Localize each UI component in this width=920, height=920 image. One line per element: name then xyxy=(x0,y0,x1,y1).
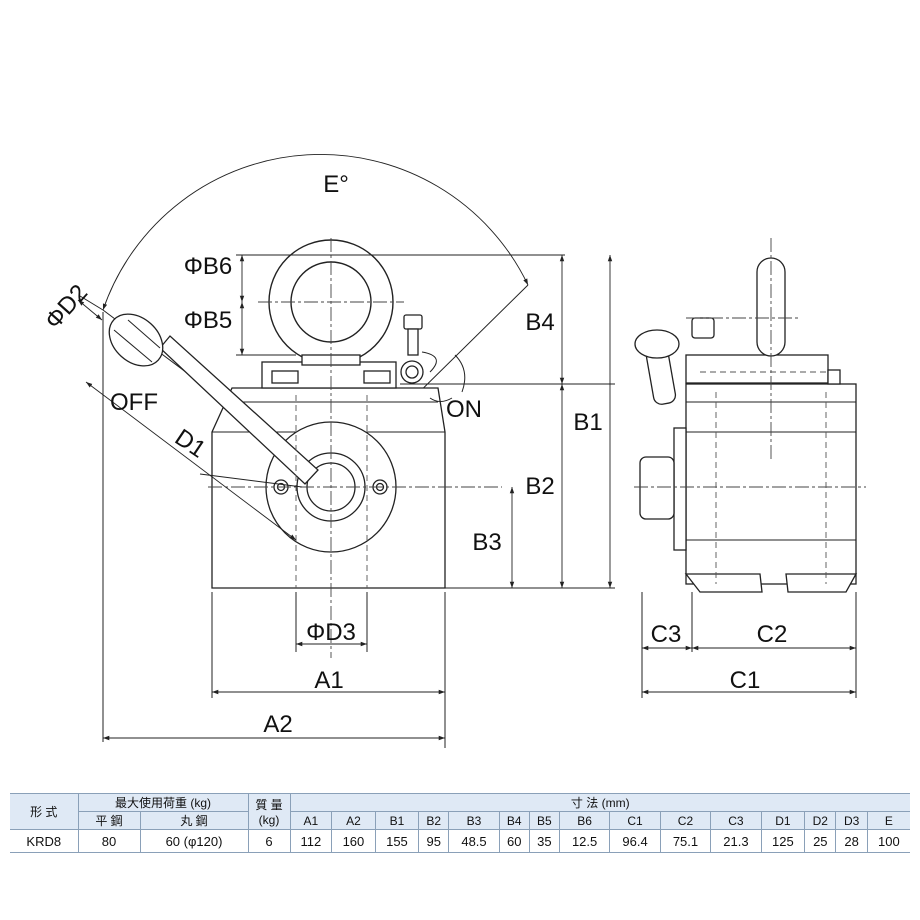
header-dim-c1: C1 xyxy=(609,811,661,830)
technical-drawing: E° ΦD2 ΦB6 ΦB5 B4 B1 B2 B3 OFF ON D1 ΦD3… xyxy=(40,154,866,748)
dim-d2 xyxy=(77,299,103,321)
header-dim-b2: B2 xyxy=(418,811,450,830)
header-dim-d2: D2 xyxy=(804,811,837,830)
header-round-steel: 丸 鋼 xyxy=(139,811,249,830)
cell-c1: 96.4 xyxy=(609,829,661,853)
label-b6: ΦB6 xyxy=(184,253,233,280)
header-dim-b6: B6 xyxy=(558,811,611,830)
cell-b5: 35 xyxy=(528,829,560,853)
label-b4: B4 xyxy=(525,309,554,336)
label-b5: ΦB5 xyxy=(184,307,233,334)
label-d1: D1 xyxy=(170,424,211,464)
header-dim-c3: C3 xyxy=(710,811,762,830)
label-a1: A1 xyxy=(314,667,343,694)
cell-mass: 6 xyxy=(247,829,291,853)
header-dim-a1: A1 xyxy=(289,811,333,830)
header-dim-b3: B3 xyxy=(448,811,500,830)
cell-a1: 112 xyxy=(289,829,333,853)
header-dim-b4: B4 xyxy=(498,811,530,830)
cell-e: 100 xyxy=(866,829,910,853)
cell-c3: 21.3 xyxy=(710,829,762,853)
header-dim-b5: B5 xyxy=(528,811,560,830)
header-dim-e: E xyxy=(866,811,910,830)
cell-b4: 60 xyxy=(498,829,530,853)
header-dim-b1: B1 xyxy=(374,811,420,830)
table-row: KRD8 80 60 (φ120) 6 112 160 155 95 48.5 … xyxy=(10,829,910,853)
side-body xyxy=(685,383,857,585)
cell-b2: 95 xyxy=(418,829,450,853)
label-b2: B2 xyxy=(525,473,554,500)
label-off: OFF xyxy=(110,389,158,416)
cell-round-steel: 60 (φ120) xyxy=(139,829,249,853)
header-mass: 質 量(kg) xyxy=(247,793,291,830)
cell-b3: 48.5 xyxy=(448,829,500,853)
cell-b6: 12.5 xyxy=(558,829,611,853)
front-view: E° ΦD2 ΦB6 ΦB5 B4 B1 B2 B3 OFF ON D1 ΦD3… xyxy=(40,154,615,748)
cell-flat-steel: 80 xyxy=(77,829,141,853)
cell-d3: 28 xyxy=(835,829,868,853)
label-c1: C1 xyxy=(730,667,761,694)
header-dimensions: 寸 法 (mm) xyxy=(289,793,910,812)
cell-c2: 75.1 xyxy=(659,829,712,853)
table-header-row-1: 形 式 最大使用荷重 (kg) 質 量(kg) 寸 法 (mm) xyxy=(10,793,910,830)
cell-d2: 25 xyxy=(804,829,837,853)
label-b1: B1 xyxy=(573,409,602,436)
cell-d1: 125 xyxy=(760,829,806,853)
label-d3: ΦD3 xyxy=(306,619,356,646)
label-c2: C2 xyxy=(757,621,788,648)
dim-d1 xyxy=(85,381,297,541)
cell-b1: 155 xyxy=(374,829,420,853)
header-max-load: 最大使用荷重 (kg) xyxy=(77,793,249,812)
header-model: 形 式 xyxy=(10,793,79,830)
label-c3: C3 xyxy=(651,621,682,648)
table-header-row-2: 平 鋼 丸 鋼 A1 A2 B1 B2 B3 B4 B5 B6 C1 C2 C3… xyxy=(10,811,910,830)
angle-arc-e xyxy=(102,154,529,311)
cell-a2: 160 xyxy=(331,829,376,853)
label-b3: B3 xyxy=(472,529,501,556)
header-dim-d1: D1 xyxy=(760,811,806,830)
label-a2: A2 xyxy=(263,711,292,738)
lock-knob xyxy=(400,314,437,384)
cell-model: KRD8 xyxy=(10,829,79,853)
label-e: E° xyxy=(323,171,349,198)
header-dim-a2: A2 xyxy=(331,811,376,830)
header-flat-steel: 平 鋼 xyxy=(77,811,141,830)
spec-table: 形 式 最大使用荷重 (kg) 質 量(kg) 寸 法 (mm) 平 鋼 丸 鋼… xyxy=(10,793,910,853)
label-d2: ΦD2 xyxy=(40,279,93,334)
label-on: ON xyxy=(446,396,482,423)
side-view: C3 C2 C1 xyxy=(634,238,866,698)
header-dim-c2: C2 xyxy=(659,811,712,830)
header-dim-d3: D3 xyxy=(835,811,868,830)
